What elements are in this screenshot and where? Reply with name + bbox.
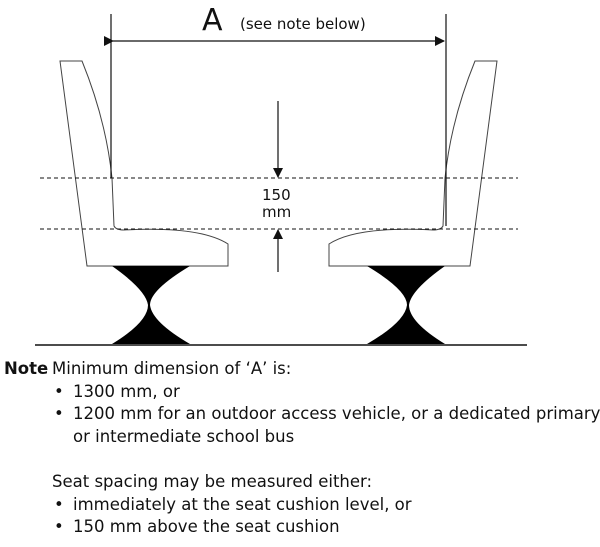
gap-unit: mm [262, 203, 292, 221]
spacing-intro: Seat spacing may be measured either: [52, 471, 373, 491]
left-seat [59, 60, 229, 344]
bullet: • [54, 494, 64, 514]
gap-value: 150 [262, 186, 291, 204]
bullet: • [54, 381, 64, 401]
left-seat-pedestal [112, 266, 190, 344]
bullet: • [54, 517, 64, 537]
bullet: • [54, 404, 64, 424]
right-seat-pedestal [367, 266, 445, 344]
note-intro: Minimum dimension of ‘A’ is: [52, 359, 292, 378]
dimension-label: A [202, 3, 223, 38]
dimension-note: (see note below) [240, 15, 366, 33]
right-seat [328, 60, 498, 344]
seat-spacing-diagram [35, 14, 527, 346]
note-heading: Note [4, 359, 49, 378]
